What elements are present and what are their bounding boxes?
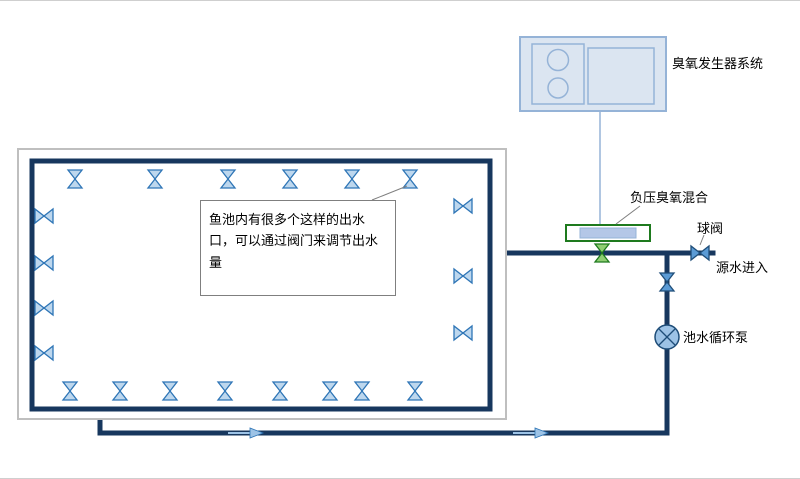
pump-icon	[654, 324, 680, 350]
flow-arrow-icon	[249, 427, 265, 439]
ball-valve-label: 球阀	[697, 221, 724, 236]
note-leader-line	[371, 185, 408, 201]
mixer-leader-line	[615, 205, 641, 225]
ozone-system-label: 臭氧发生器系统	[672, 56, 764, 71]
note-text: 鱼池内有很多个这样的出水口，可以通过阀门来调节出水量	[209, 212, 379, 270]
ozone-generator-unit	[519, 36, 667, 112]
flow-arrow-icon	[534, 427, 550, 439]
pump-label: 池水循环泵	[683, 330, 749, 345]
riser-valve-icon	[659, 272, 675, 292]
ball-valve-icon	[690, 245, 710, 261]
ozone-mixer-label: 负压臭氧混合	[630, 190, 709, 205]
ozone-mixer	[565, 224, 651, 263]
source-water-label: 源水进入	[716, 260, 769, 275]
ball-valve-leader-line	[699, 234, 705, 246]
note-box: 鱼池内有很多个这样的出水口，可以通过阀门来调节出水量	[200, 200, 396, 296]
